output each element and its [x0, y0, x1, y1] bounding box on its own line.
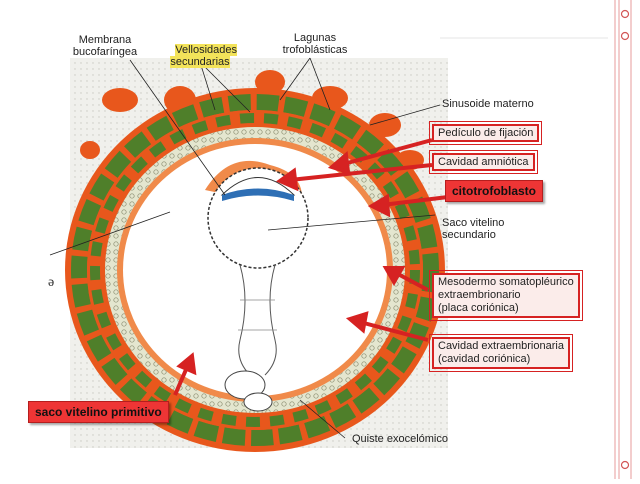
exocoelomic-cyst-small [243, 392, 273, 412]
stalk-network [238, 299, 277, 331]
label-extraembrionaria: Cavidad extraembrionaria (cavidad corión… [429, 334, 573, 372]
leader-lines [49, 57, 441, 439]
callout-saco-primitivo: saco vitelino primitivo [28, 401, 169, 423]
callout-citotrofoblasto: citotrofoblasto [445, 180, 543, 202]
label-saco-secundario: Saco vitelino secundario [442, 217, 505, 241]
red-arrows [173, 138, 449, 396]
villi-inner-band [90, 113, 420, 427]
label-amniotica: Cavidad amniótica [429, 150, 538, 174]
label-membrana: Membrana bucofaríngea [72, 34, 138, 58]
label-vellosidades-text: Vellosidades secundarias [170, 44, 237, 68]
label-lagunas: Lagunas trofoblásticas [282, 32, 348, 56]
villi-mesoderm-band [71, 94, 439, 446]
yolk-stalk-remnant [238, 264, 277, 376]
label-mesodermo: Mesodermo somatopléurico extraembrionari… [429, 270, 583, 321]
label-quiste: Quiste exocelómico [352, 433, 448, 445]
chorionic-cavity [123, 144, 387, 396]
label-pediculo: Pedículo de fijación [428, 121, 543, 145]
page-edge [614, 0, 632, 479]
cropped-label-fragment: ә [48, 275, 54, 290]
label-vellosidades: Vellosidades secundarias [160, 32, 240, 80]
label-sinusoide: Sinusoide materno [442, 98, 534, 110]
embryonic-disc [222, 188, 294, 201]
maternal-sinusoids [80, 70, 424, 170]
